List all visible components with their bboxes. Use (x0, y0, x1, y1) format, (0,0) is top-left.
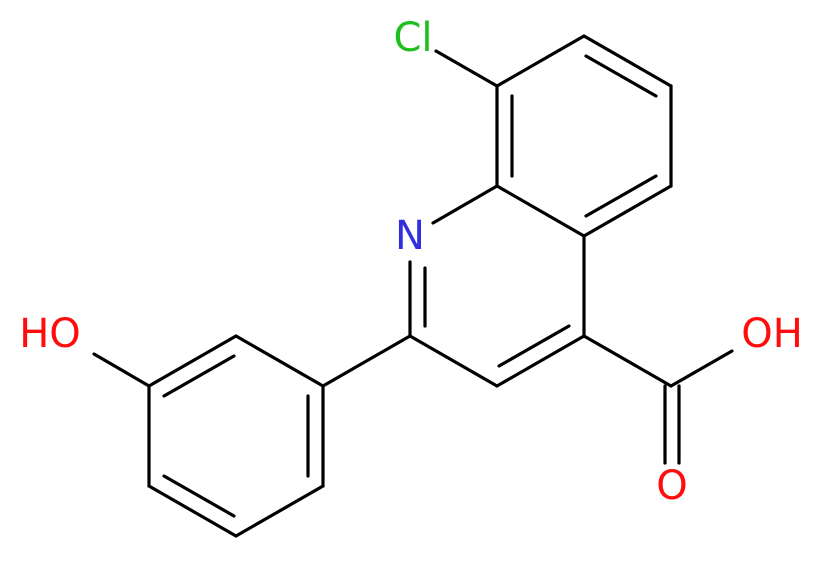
bond-c3-c4-inner (497, 324, 571, 368)
atom-labels: Cl N HO OH O (19, 15, 803, 509)
atom-label-n: N (395, 213, 425, 259)
bond-c2-c1p (321, 334, 412, 388)
bond-c2p-c3p (147, 334, 238, 388)
bond-c4p-c5p-inner (162, 474, 236, 518)
quinoline-bonds (408, 34, 734, 465)
bond-c5-c4a (582, 184, 673, 238)
atom-label-o: O (656, 463, 687, 509)
bond-c7-c6-inner (584, 54, 658, 98)
bond-c2-c3 (408, 334, 499, 388)
bond-c4p-c5p (147, 484, 238, 538)
atom-label-oh: OH (741, 311, 803, 357)
bond-c5-c4a-inner (584, 174, 658, 218)
bond-c8-c7 (495, 34, 586, 88)
bond-c5p-c6p (234, 484, 325, 538)
phenol-bonds (92, 334, 412, 538)
bond-c1p-c2p (234, 334, 325, 388)
bond-c8-cl (434, 49, 499, 88)
bond-c4a-c8a (495, 184, 586, 238)
bond-c4-ccooh (582, 334, 673, 388)
bond-c3p-ho (92, 352, 151, 388)
bond-c8a-n1 (431, 184, 499, 225)
bond-ccooh-oh (669, 349, 734, 388)
bond-c2p-c3p-inner (162, 354, 236, 398)
atom-label-ho: HO (19, 311, 81, 357)
atom-label-cl: Cl (393, 15, 432, 61)
bond-c7-c6 (582, 34, 673, 88)
bond-c3-c4 (495, 334, 586, 388)
